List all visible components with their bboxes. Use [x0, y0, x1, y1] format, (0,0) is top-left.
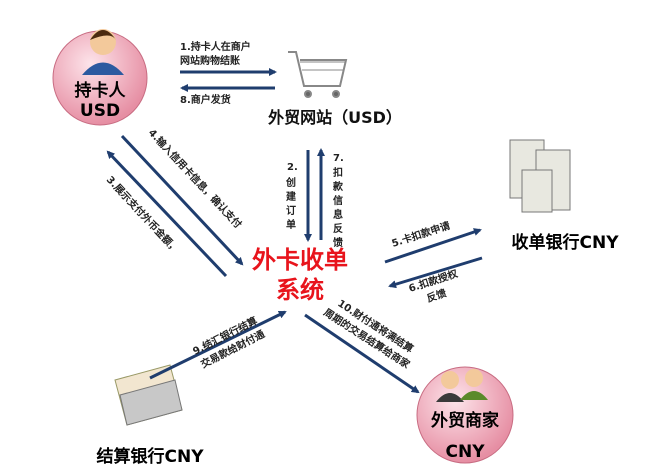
step1-line1: 1.持卡人在商户	[180, 40, 251, 53]
arrow-step10	[304, 313, 420, 394]
person-icon	[82, 29, 124, 75]
people-icon	[436, 369, 488, 402]
step2-label: 2. 创 建 订 单	[285, 162, 298, 231]
svg-text:款: 款	[333, 180, 344, 193]
svg-text:建: 建	[285, 190, 297, 203]
svg-text:扣: 扣	[333, 166, 343, 179]
svg-text:馈: 馈	[332, 236, 343, 249]
card-file-icon	[114, 364, 183, 426]
acquirer-label: 收单银行CNY	[511, 232, 619, 253]
step1-line2: 网站购物结账	[180, 54, 240, 67]
svg-text:信: 信	[333, 194, 343, 207]
step7-label: 7. 扣 款 信 息 反 馈	[332, 153, 344, 249]
website-label: 外贸网站（USD）	[267, 108, 402, 127]
svg-text:7.: 7.	[333, 153, 344, 164]
svg-text:订: 订	[286, 204, 296, 217]
arrow-step6	[388, 256, 483, 289]
flow-arrows	[106, 68, 483, 394]
settlement-bank-label: 结算银行CNY	[96, 446, 204, 467]
arrow-step4	[120, 134, 244, 266]
arrow-step5	[384, 228, 482, 264]
step8-label: 8.商户发货	[180, 93, 231, 106]
merchant-currency: CNY	[445, 442, 485, 462]
merchant-node: 外贸商家 CNY	[416, 366, 514, 464]
center-system-line1: 外卡收单	[252, 246, 348, 274]
cardholder-currency: USD	[80, 101, 120, 121]
cardholder-node: 持卡人 USD	[52, 29, 148, 126]
svg-text:创: 创	[285, 176, 296, 189]
shopping-cart-icon	[288, 51, 348, 98]
svg-text:息: 息	[333, 208, 343, 221]
server-icon	[509, 139, 571, 213]
step5-label: 5.卡扣款申请	[390, 219, 452, 250]
step6-line1: 6.扣款授权	[407, 266, 460, 294]
svg-text:反: 反	[333, 222, 343, 235]
arrow-step9	[149, 310, 287, 380]
center-system-line2: 系统	[276, 276, 324, 304]
arrow-step3	[106, 150, 228, 278]
svg-text:单: 单	[286, 218, 296, 231]
svg-text:2.: 2.	[287, 162, 298, 173]
cardholder-label: 持卡人	[75, 80, 127, 101]
merchant-label: 外贸商家	[431, 410, 499, 431]
